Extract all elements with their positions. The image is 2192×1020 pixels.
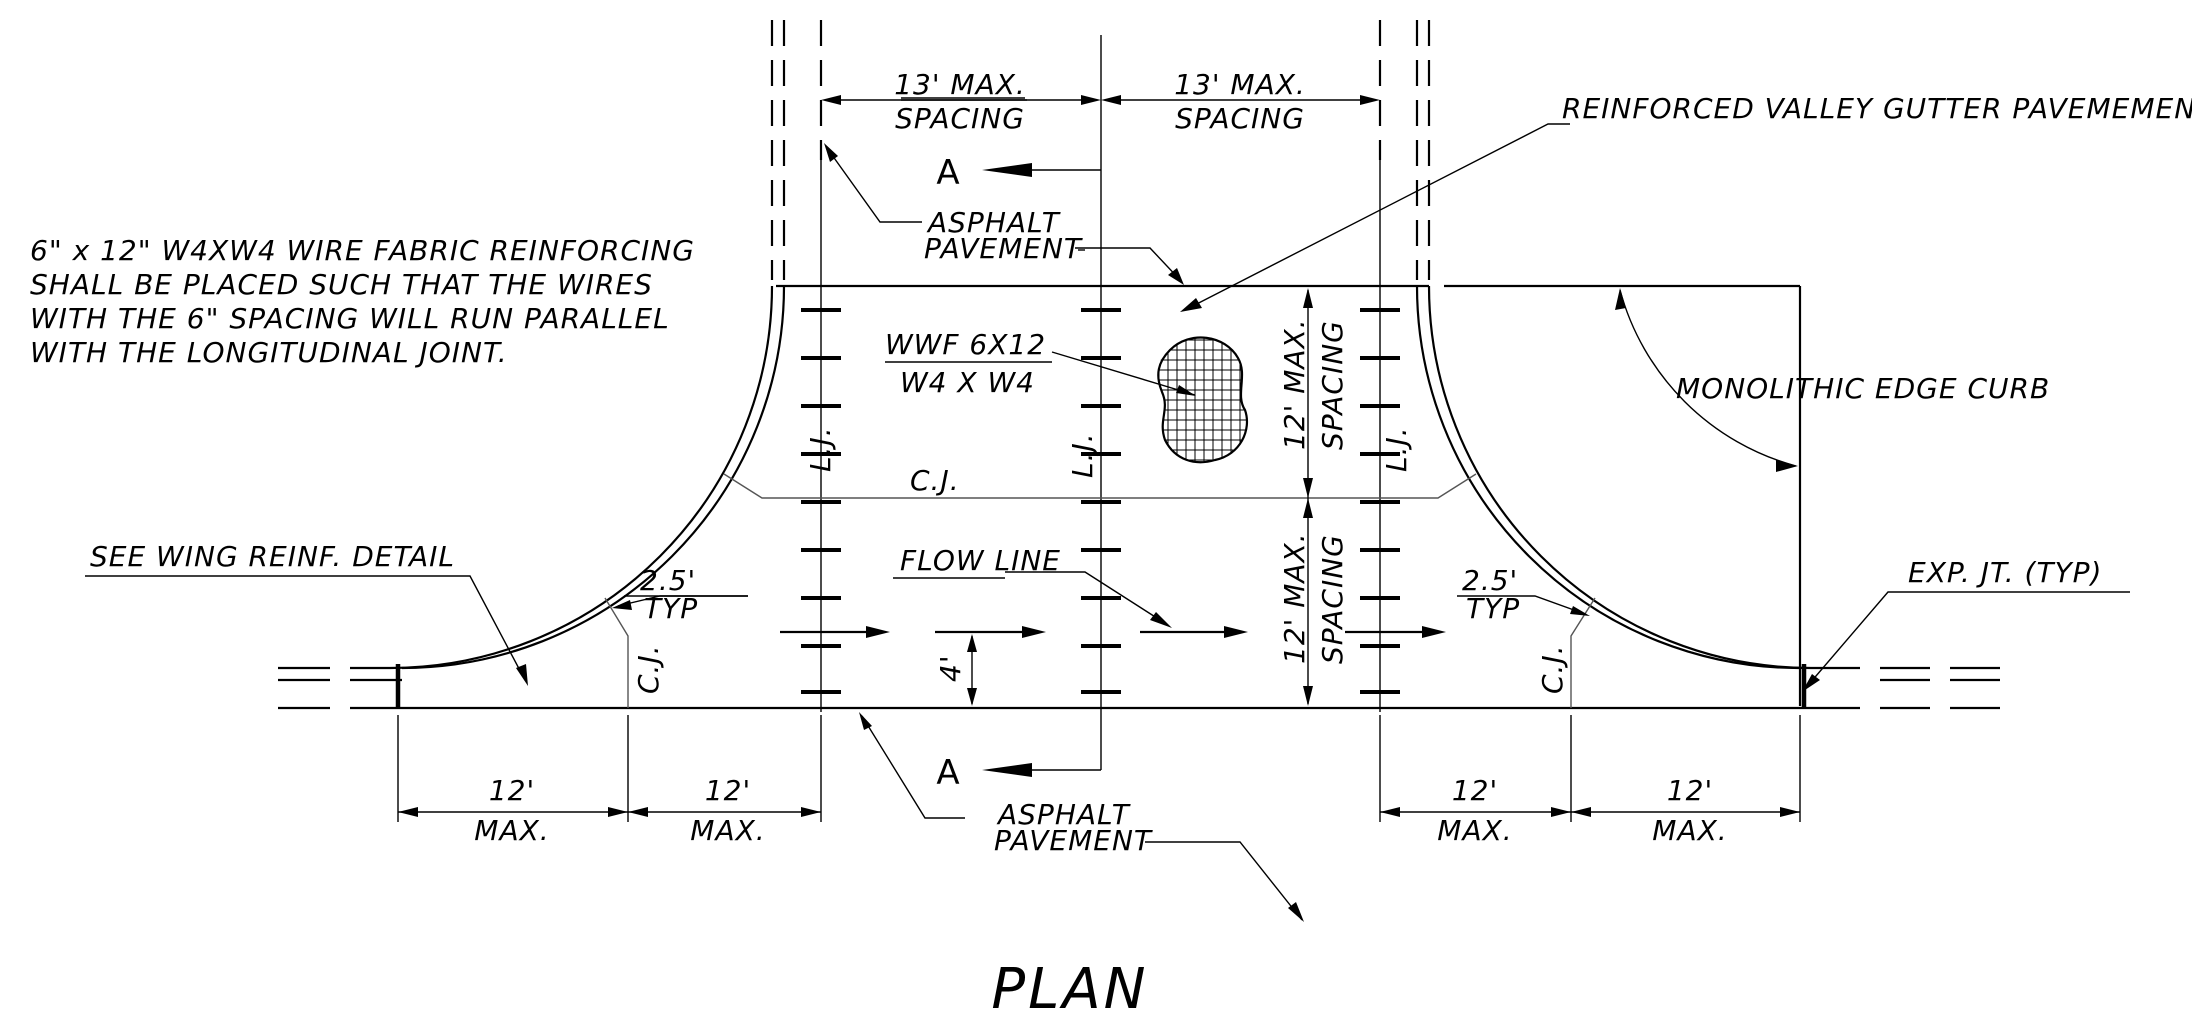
dowel-ticks [801,308,1400,694]
section-cut-markers [982,163,1101,777]
section-a-bottom-label: A [936,753,959,793]
bottom-dim-1-line2: MAX. [474,814,549,847]
top-dim-1-line2: SPACING [895,102,1025,135]
bottom-dimensions [397,715,1801,822]
spacing-v1-line2: SPACING [1316,320,1349,450]
typ-left-line2: TYP [644,592,698,625]
note-line-4: WITH THE LONGITUDINAL JOINT. [30,336,508,369]
road-dash-lines-top [770,20,1431,280]
cj-left-label: C.J. [632,644,665,694]
top-dim-2-line2: SPACING [1175,102,1305,135]
leader-lines [85,123,2130,922]
pavement-edges [350,284,1860,710]
asphalt-bottom-line2: PAVEMENT [994,824,1153,857]
flow-line-arrows [780,626,1446,638]
spacing-v2-line1: 12' MAX. [1278,532,1311,664]
curb-angle-arc [1615,288,1798,472]
four-ft-label: 4' [934,654,967,682]
note-line-3: WITH THE 6" SPACING WILL RUN PARALLEL [30,302,670,335]
bottom-dim-4-line2: MAX. [1652,814,1727,847]
asphalt-bottom-line1: ASPHALT [996,798,1131,831]
plan-title: PLAN [991,957,1148,1020]
note-line-2: SHALL BE PLACED SUCH THAT THE WIRES [30,268,653,301]
asphalt-top-line1: ASPHALT [926,206,1061,239]
contraction-joints [604,473,1596,708]
spacing-v1-line1: 12' MAX. [1278,318,1311,450]
wwf-label-line2: W4 X W4 [900,366,1035,399]
flow-line-label: FLOW LINE [900,544,1061,577]
spacing-v2-line2: SPACING [1316,534,1349,664]
reinforced-valley-label: REINFORCED VALLEY GUTTER PAVEMEMENT [1562,92,2192,125]
cj-right-label: C.J. [1536,644,1569,694]
asphalt-top-line2: PAVEMENT [924,232,1083,265]
lj-mid-label: L.J. [1066,432,1099,478]
exp-jt-label: EXP. JT. (TYP) [1908,556,2102,589]
wire-mesh-symbol [1157,336,1249,464]
vertical-spacing-dimension [1303,288,1313,706]
four-foot-dimension [967,634,977,706]
bottom-dim-2-line2: MAX. [690,814,765,847]
typ-right-line1: 2.5' [1462,564,1518,597]
see-wing-label: SEE WING REINF. DETAIL [90,540,455,573]
lj-right-label: L.J. [1380,426,1413,472]
bottom-dim-3-line2: MAX. [1437,814,1512,847]
cj-center-label: C.J. [910,464,960,497]
bottom-dim-2-line1: 12' [705,774,751,807]
top-dim-1-line1: 13' MAX. [894,68,1026,101]
monolithic-curb-label: MONOLITHIC EDGE CURB [1676,372,2050,405]
section-a-top-label: A [936,153,959,193]
bottom-dim-1-line1: 12' [489,774,535,807]
bottom-dim-4-line1: 12' [1667,774,1713,807]
bottom-dim-3-line1: 12' [1452,774,1498,807]
label-underlines [624,99,1522,597]
lj-left-label: L.J. [804,426,837,472]
typ-left-line1: 2.5' [640,564,696,597]
note-block: 6" x 12" W4XW4 WIRE FABRIC REINFORCING S… [30,234,695,369]
top-dim-2-line1: 13' MAX. [1174,68,1306,101]
road-dash-lines-sides [278,666,2000,710]
note-line-1: 6" x 12" W4XW4 WIRE FABRIC REINFORCING [30,234,695,267]
wwf-label-line1: WWF 6X12 [885,328,1046,361]
typ-right-line2: TYP [1466,592,1520,625]
